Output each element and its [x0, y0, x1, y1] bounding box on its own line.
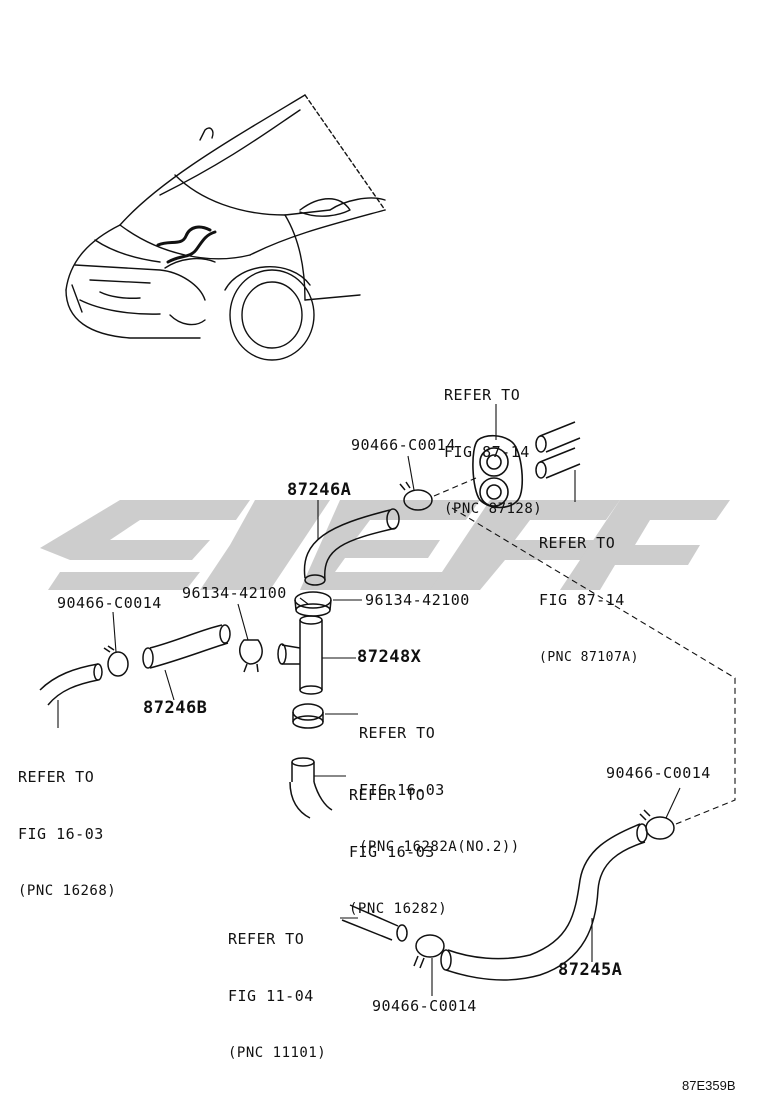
part-87245A-label: 87245A: [558, 960, 623, 980]
leader-lines: [57, 404, 681, 996]
car-hose-highlight: [156, 225, 217, 264]
refer-bottom-line1: REFER TO: [228, 930, 305, 948]
refer-bottom-label: REFER TO FIG 11-04 (PNC 11101): [228, 892, 326, 1082]
clamp-right-shape: [639, 809, 675, 840]
refer-top-line1: REFER TO: [444, 386, 521, 404]
watermark-logo: [40, 500, 730, 590]
clip-tee-lower: [292, 703, 324, 729]
refer-mid2-line1: REFER TO: [349, 786, 426, 804]
dashed-routing: [433, 477, 736, 825]
refer-left-line1: REFER TO: [18, 768, 95, 786]
refer-right-line3: (PNC 87107A): [539, 650, 639, 665]
clip-left-label: 96134-42100: [182, 584, 287, 602]
clip-right-shape: [294, 591, 332, 617]
clamp-top-label: 90466-C0014: [351, 436, 456, 454]
refer-left-label: REFER TO FIG 16-03 (PNC 16268): [18, 730, 116, 920]
clamp-right-label: 90466-C0014: [606, 764, 711, 782]
clamp-top-shape: [399, 481, 433, 511]
clamp-left-label: 90466-C0014: [57, 594, 162, 612]
hose-87246B-shape: [142, 624, 231, 669]
heater-valve-block: [472, 434, 524, 509]
clamp-bottom-label: 90466-C0014: [372, 997, 477, 1015]
hose-87246A-shape: [303, 508, 400, 586]
hose-stub-16282: [289, 757, 333, 819]
figure-code: 87E359B: [682, 1078, 736, 1093]
refer-top-label: REFER TO FIG 87-14 (PNC 87128): [444, 348, 542, 538]
refer-mid1-line1: REFER TO: [359, 724, 436, 742]
part-87248X-label: 87248X: [357, 647, 422, 667]
refer-top-line2: FIG 87-14: [444, 443, 530, 461]
clamp-bottom-shape: [413, 934, 445, 969]
clip-right-label: 96134-42100: [365, 591, 470, 609]
refer-left-line2: FIG 16-03: [18, 825, 104, 843]
part-87246A-label: 87246A: [287, 480, 352, 500]
clip-left-shape: [239, 639, 263, 673]
refer-mid2-line2: FIG 16-03: [349, 843, 435, 861]
refer-mid1-line3: (PNC 16282A(NO.2)): [359, 839, 520, 855]
refer-bottom-line3: (PNC 11101): [228, 1045, 327, 1061]
clamp-left-shape: [103, 645, 129, 677]
refer-right-line1: REFER TO: [539, 534, 616, 552]
pipe-11101: [341, 904, 408, 942]
refer-mid2-line3: (PNC 16282): [349, 901, 448, 917]
refer-top-line3: (PNC 87128): [444, 501, 543, 517]
car-illustration: [65, 94, 386, 361]
refer-bottom-line2: FIG 11-04: [228, 987, 314, 1005]
refer-mid1-label: REFER TO FIG 16-03 (PNC 16282A(NO.2)): [359, 686, 520, 876]
heater-pipes: [535, 421, 581, 479]
refer-left-line3: (PNC 16268): [18, 883, 117, 899]
tee-87248X-shape: [277, 615, 323, 695]
refer-mid2-label: REFER TO FIG 16-03 (PNC 16282): [349, 748, 447, 938]
part-87246B-label: 87246B: [143, 698, 208, 718]
refer-mid1-line2: FIG 16-03: [359, 781, 445, 799]
refer-right-line2: FIG 87-14: [539, 591, 625, 609]
hose-87245A-shape: [440, 823, 648, 981]
refer-right-label: REFER TO FIG 87-14 (PNC 87107A): [539, 496, 639, 686]
pipe-left-16268: [39, 663, 103, 706]
